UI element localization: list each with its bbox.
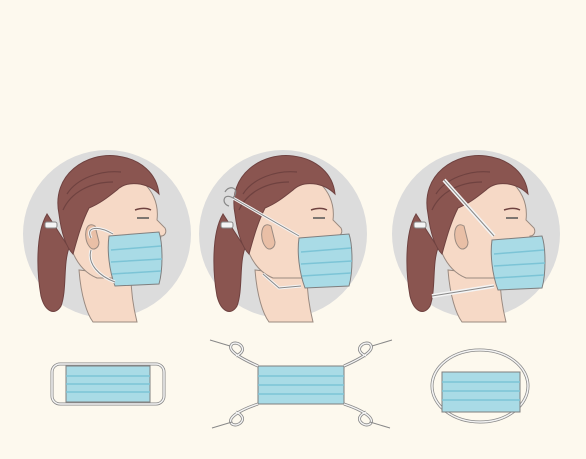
ear-loop-mask-panel bbox=[23, 150, 191, 404]
tie-on-mask-panel bbox=[199, 150, 392, 428]
woman-wearing-tie-on-mask-icon bbox=[199, 150, 367, 322]
elastic-band-mask-flat-icon bbox=[432, 350, 528, 422]
ear-loop-mask-flat-icon bbox=[52, 364, 164, 404]
elastic-band-mask-panel bbox=[392, 150, 560, 422]
tie-on-mask-flat-icon bbox=[210, 340, 392, 428]
woman-wearing-elastic-band-mask-icon bbox=[392, 150, 560, 322]
woman-wearing-ear-loop-mask-icon bbox=[23, 150, 191, 322]
